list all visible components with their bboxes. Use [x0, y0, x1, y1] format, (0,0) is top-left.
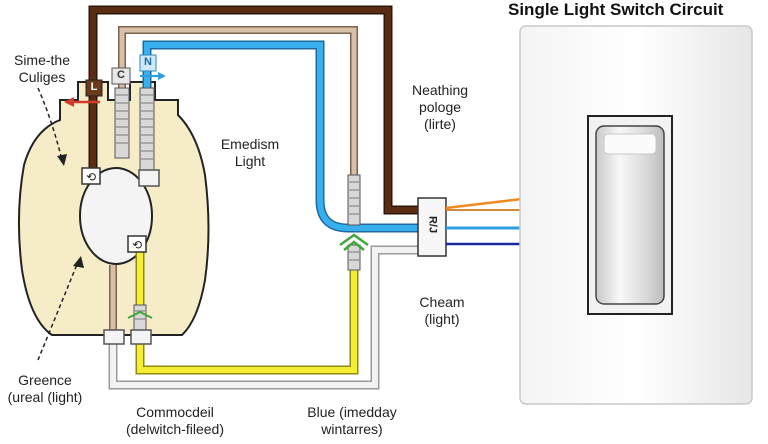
terminal-n-box [139, 54, 157, 72]
junction-label: R/J [426, 215, 439, 234]
fixture-socket [81, 167, 101, 185]
fixture-socket [127, 235, 147, 253]
label-emedism-line2: Light [234, 153, 266, 169]
label-greence-line1: Greence [18, 372, 72, 388]
terminal-c-label: C [117, 69, 125, 81]
terminal-screw-icon [114, 87, 361, 334]
dashed-leader [37, 87, 79, 361]
label-commocdeil: Commocdeil (delwitch-fileed) [110, 404, 240, 438]
label-greence: Greence (ureal (light) [0, 372, 90, 406]
label-sime-line1: Sime-the [13, 52, 71, 68]
label-blue-line1: Blue (imedday [307, 404, 397, 420]
terminal-c-box [111, 67, 131, 85]
label-blue: Blue (imedday wintarres) [292, 404, 412, 438]
junction-box [417, 197, 447, 257]
label-neathing-line2: pologe [418, 99, 462, 115]
toggle-switch-icon[interactable] [595, 125, 665, 305]
label-neathing-line3: (lirte) [424, 116, 456, 132]
label-neathing: Neathing pologe (lirte) [398, 82, 482, 133]
label-cheam-line1: Cheam [419, 294, 465, 310]
terminal-l-label: L [90, 81, 98, 93]
green-clip-icon [339, 233, 369, 251]
connector-block [130, 329, 152, 345]
svg-text:⟲: ⟲ [132, 238, 142, 252]
red-arrow-icon [64, 97, 100, 107]
svg-text:⟲: ⟲ [86, 170, 96, 184]
terminal-l-box [85, 79, 103, 97]
label-emedism: Emedism Light [210, 136, 290, 170]
label-commocdeil-line2: (delwitch-fileed) [125, 421, 225, 437]
terminal-n-label: N [144, 56, 152, 68]
green-clip-icon [127, 310, 153, 319]
label-emedism-line1: Emedism [220, 136, 280, 152]
connector-block [103, 329, 125, 345]
label-neathing-line1: Neathing [411, 82, 469, 98]
label-sime-line2: Culiges [18, 69, 66, 85]
label-blue-line2: wintarres) [321, 421, 383, 437]
label-greence-line2: (ureal (light) [7, 389, 83, 405]
blue-arrow-icon [140, 72, 166, 80]
label-sime: Sime-the Culiges [2, 52, 82, 86]
label-commocdeil-line1: Commocdeil [136, 404, 214, 420]
page-title: Single Light Switch Circuit [508, 0, 724, 19]
connector-block [138, 169, 160, 187]
label-cheam: Cheam (light) [402, 294, 482, 328]
label-cheam-line2: (light) [424, 311, 460, 327]
